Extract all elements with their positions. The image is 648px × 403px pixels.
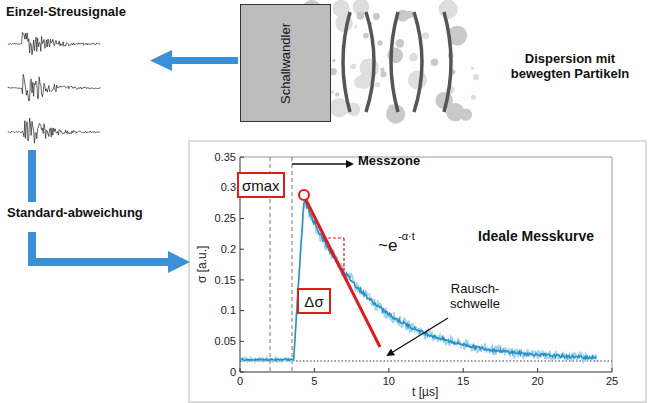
formula-exponent: -α·t [398, 230, 415, 243]
y-tick-label: 0.05 [215, 335, 236, 348]
measurement-curve [240, 200, 596, 363]
y-tick-label: 0.2 [221, 243, 236, 256]
threshold-label: Rausch- schwelle [440, 282, 510, 312]
leader-line [388, 318, 448, 355]
signals-title: Einzel-Streusignale [6, 5, 126, 20]
curve-title: Ideale Messkurve [478, 228, 594, 244]
y-tick-label: 0.3 [221, 181, 236, 194]
y-tick-label: 0.25 [215, 212, 236, 225]
axis-label: t [µs] [412, 386, 438, 400]
flow-arrows [28, 50, 238, 273]
ticks [240, 157, 612, 372]
y-tick-label: 0.15 [215, 274, 236, 287]
noise-threshold [240, 361, 612, 362]
axis-label: σ [a.u.] [196, 245, 210, 282]
delta-sigma-box: Δσ [297, 288, 331, 314]
x-tick-label: 20 [531, 375, 543, 388]
x-tick-label: 10 [383, 375, 395, 388]
zone-arrow [292, 163, 352, 164]
scatter-signals [8, 32, 100, 143]
zone-label: Messzone [358, 154, 420, 169]
fit-line [306, 200, 380, 347]
x-tick-label: 5 [311, 375, 317, 388]
box-text: σmax [242, 177, 280, 194]
peak-marker [299, 190, 309, 200]
x-tick-label: 0 [237, 375, 243, 388]
chart-panel [189, 141, 646, 402]
x-tick-label: 15 [457, 375, 469, 388]
std-label: Standard-abweichung [5, 205, 145, 222]
dispersion-title: Dispersion mit bewegten Partikeln [500, 52, 640, 82]
box-text: Δσ [304, 293, 323, 310]
y-tick-label: 0.35 [215, 151, 236, 164]
formula: ~e [378, 236, 397, 256]
transducer-box: Schallwandler [240, 4, 331, 122]
delta-marks [323, 238, 344, 278]
box-text: Schallwandler [278, 23, 293, 104]
y-tick-label: 0.1 [221, 304, 236, 317]
sigma-max-box: σmax [237, 172, 285, 198]
axes [240, 157, 612, 372]
y-tick-label: 0 [230, 366, 236, 379]
x-tick-label: 25 [606, 375, 618, 388]
